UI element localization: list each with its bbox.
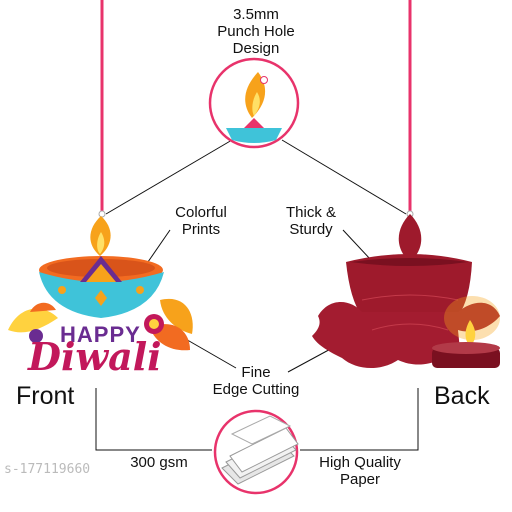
thick-line-2: Sturdy bbox=[289, 221, 333, 238]
diwali-text: Diwali bbox=[28, 334, 162, 379]
paper-stack-icon bbox=[213, 409, 299, 495]
happy-text: HAPPY bbox=[60, 322, 141, 347]
paper-line-1: High Quality bbox=[319, 454, 401, 471]
edge-line-2: Edge Cutting bbox=[212, 381, 300, 398]
front-diya-lamp bbox=[8, 210, 193, 351]
back-label: Back bbox=[434, 382, 490, 410]
candle-icon bbox=[432, 296, 500, 368]
front-label: Front bbox=[16, 382, 75, 410]
paper-quality-callout: High Quality Paper bbox=[308, 454, 412, 488]
edge-line-1: Fine bbox=[241, 364, 271, 381]
paper-line-2: Paper bbox=[339, 471, 381, 488]
punch-hole-callout: 3.5mm Punch Hole Design bbox=[206, 6, 306, 57]
edge-cutting-callout: Fine Edge Cutting bbox=[206, 364, 306, 398]
colorful-line-2: Prints bbox=[181, 221, 221, 238]
punch-hole-line-1: 3.5mm bbox=[233, 6, 279, 23]
punch-hole-line-2: Punch Hole bbox=[217, 23, 295, 40]
thick-line-1: Thick & bbox=[285, 204, 336, 221]
callout-lines bbox=[95, 139, 419, 451]
thick-sturdy-callout: Thick & Sturdy bbox=[276, 204, 346, 238]
watermark: s-177119660 bbox=[4, 462, 91, 477]
gsm-callout: 300 gsm bbox=[130, 454, 188, 471]
punch-hole-line-3: Design bbox=[232, 40, 280, 57]
colorful-prints-callout: Colorful Prints bbox=[166, 204, 236, 238]
punch-hole-magnifier bbox=[208, 57, 300, 149]
colorful-line-1: Colorful bbox=[175, 204, 227, 221]
